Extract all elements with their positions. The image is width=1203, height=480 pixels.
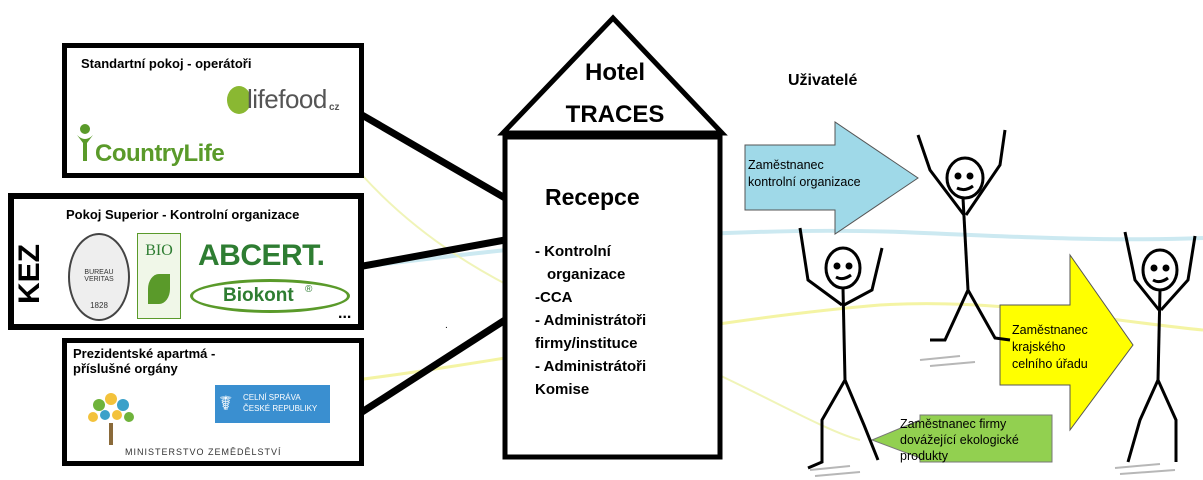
svg-text:.: .	[445, 320, 448, 331]
presidential-room-box: Prezidentské apartmá - příslušné orgány …	[62, 338, 364, 466]
presidential-room-title: Prezidentské apartmá - příslušné orgány	[73, 346, 216, 376]
stick-figure-2	[798, 227, 884, 470]
hotel-body	[502, 134, 723, 460]
users-label: Uživatelé	[788, 72, 858, 89]
countrylife-logo: CountryLife	[95, 140, 225, 167]
roles-list: - Kontrolní organizace -CCA - Administrá…	[535, 240, 646, 401]
role-line: Komise	[535, 381, 590, 398]
more-logos-ellipsis: ...	[338, 305, 352, 322]
standard-room-title: Standartní pokoj - operátoři	[81, 56, 252, 71]
customs-logo: ☤ CELNÍ SPRÁVA ČESKÉ REPUBLIKY	[215, 385, 330, 423]
role-line: - Administrátoři	[535, 358, 647, 375]
bureau-veritas-seal-icon: BUREAU VERITAS 1828	[68, 233, 130, 321]
stick-figure-3	[1123, 231, 1197, 463]
hotel-title-line1: Hotel	[585, 59, 645, 86]
blue-arrow	[744, 121, 919, 235]
lifefood-suffix: cz	[329, 102, 340, 113]
role-line: - Administrátoři	[535, 312, 647, 329]
blue-connection-line	[351, 228, 1203, 270]
bio-logo-icon: BIO	[137, 233, 181, 319]
superior-room-box: Pokoj Superior - Kontrolní organizace KE…	[8, 193, 364, 330]
stick-figure-1	[916, 129, 1011, 342]
figure-shadows	[809, 355, 1176, 477]
caduceus-icon: ☤	[219, 393, 233, 415]
superior-room-title: Pokoj Superior - Kontrolní organizace	[66, 207, 300, 222]
green-arrow	[870, 414, 1053, 463]
arrow-label-control-org: Zaměstnanec kontrolní organizace	[748, 158, 861, 189]
role-line: - Kontrolní	[535, 243, 611, 260]
kez-logo: KEZ	[13, 244, 46, 304]
connector-superior	[351, 236, 506, 272]
reception-title: Recepce	[545, 184, 640, 210]
ministry-tree-icon	[81, 387, 141, 447]
role-line: -CCA	[535, 289, 573, 306]
hotel-title-line2: TRACES	[565, 101, 665, 128]
lifefood-logo: lifefood	[247, 84, 327, 114]
role-line: firmy/instituce	[535, 335, 638, 352]
role-line: organizace	[547, 266, 626, 283]
arrow-label-customs: Zaměstnanec krajského celního úřadu	[1012, 323, 1088, 371]
abcert-logo: ABCERT.	[198, 239, 325, 272]
hotel-roof	[497, 14, 728, 136]
arrow-label-importer: Zaměstnanec firmy dovážející ekologické …	[900, 417, 1019, 463]
lifefood-leaf-icon	[227, 86, 251, 114]
yellow-arrow	[999, 253, 1134, 432]
biokont-logo: Biokont ®	[190, 279, 350, 313]
countrylife-figure-icon	[75, 123, 95, 163]
ministry-logo-text: MINISTERSTVO ZEMĚDĚLSTVÍ	[125, 447, 282, 457]
connector-standard	[360, 111, 507, 202]
connector-presidential	[360, 317, 507, 415]
standard-room-box: Standartní pokoj - operátoři lifefood cz…	[62, 43, 364, 178]
